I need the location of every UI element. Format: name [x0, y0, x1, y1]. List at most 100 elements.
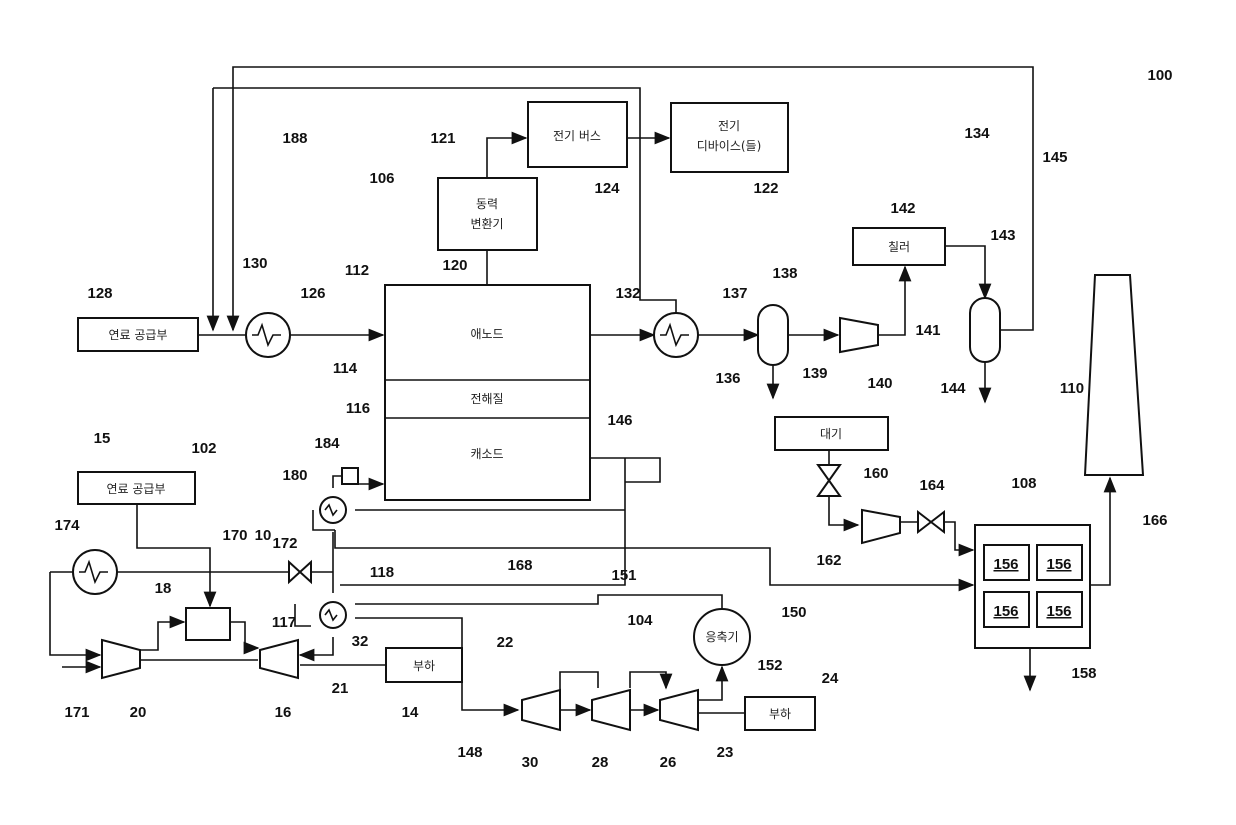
electric-bus-box: 전기 버스	[528, 102, 627, 167]
reference-label-188: 188	[282, 130, 307, 147]
power-converter-label: 동력	[476, 197, 498, 211]
module-label: 156	[993, 603, 1018, 620]
reference-label-128: 128	[87, 285, 112, 302]
atmosphere-label: 대기	[820, 427, 842, 441]
heat-exchanger-180-icon	[320, 497, 346, 523]
converter-to-bus	[487, 138, 526, 178]
turbine-16	[260, 640, 298, 678]
reference-label-134: 134	[964, 125, 990, 142]
reference-label-151: 151	[611, 567, 636, 584]
reference-label-112: 112	[345, 262, 369, 279]
stack-110	[1085, 275, 1143, 475]
line-166	[1090, 478, 1110, 585]
reference-label-21: 21	[332, 680, 349, 697]
valve-164-icon	[918, 512, 944, 532]
reference-label-158: 158	[1071, 665, 1096, 682]
compressor-140	[840, 318, 878, 352]
reference-label-23: 23	[717, 744, 734, 761]
power-converter-box: 동력 변환기	[438, 178, 537, 250]
reference-label-170: 170	[222, 527, 247, 544]
reference-label-28: 28	[592, 754, 609, 771]
reference-label-121: 121	[430, 130, 455, 147]
anode-label: 애노드	[470, 327, 503, 341]
reference-label-172: 172	[272, 535, 297, 552]
reference-label-184: 184	[314, 435, 340, 452]
reference-label-168: 168	[507, 557, 532, 574]
condenser-150: 응축기	[694, 609, 750, 665]
reference-label-104: 104	[627, 612, 653, 629]
sensor-184	[342, 468, 358, 484]
load-label: 부하	[769, 707, 791, 721]
valve-172-icon	[289, 562, 311, 582]
compressor-162	[862, 510, 900, 543]
reference-label-14: 14	[402, 704, 419, 721]
reference-label-146: 146	[607, 412, 632, 429]
compressor-30	[522, 690, 560, 730]
reference-label-18: 18	[155, 580, 172, 597]
reference-label-164: 164	[919, 477, 945, 494]
reference-label-102: 102	[191, 440, 216, 457]
reference-label-171: 171	[64, 704, 89, 721]
electrolyte-label: 전해질	[470, 392, 503, 406]
load-label: 부하	[413, 659, 435, 673]
reference-label-117: 117	[272, 614, 296, 631]
fuel-cell: 애노드 전해질 캐소드	[385, 285, 590, 500]
reference-labels: 1001881061211241221341451421431281301261…	[54, 67, 1172, 771]
heat-exchanger-174-icon	[73, 550, 117, 594]
reference-label-140: 140	[867, 375, 892, 392]
reference-label-130: 130	[242, 255, 267, 272]
combustor-to-turbine	[230, 622, 258, 648]
power-converter-label: 변환기	[470, 217, 503, 231]
reference-label-144: 144	[940, 380, 966, 397]
reference-label-141: 141	[915, 322, 940, 339]
reference-label-137: 137	[722, 285, 747, 302]
valve-160-icon	[818, 465, 840, 496]
compressor-20	[102, 640, 140, 678]
fuel-supply-label: 연료 공급부	[106, 482, 165, 496]
chiller-box: 칠러	[853, 228, 945, 265]
compressor-to-combustor	[140, 622, 184, 650]
reference-label-26: 26	[660, 754, 677, 771]
reference-label-136: 136	[715, 370, 740, 387]
reference-label-15: 15	[94, 430, 111, 447]
electric-devices-box: 전기 디바이스(들)	[671, 103, 788, 172]
module-label: 156	[993, 556, 1018, 573]
reference-label-138: 138	[772, 265, 797, 282]
reference-label-110: 110	[1060, 380, 1084, 397]
electric-devices-label: 전기	[718, 119, 740, 133]
reference-label-20: 20	[130, 704, 147, 721]
line-141	[878, 267, 905, 335]
line-151	[355, 595, 722, 609]
reference-label-100: 100	[1147, 67, 1172, 84]
reference-label-148: 148	[457, 744, 482, 761]
reference-label-162: 162	[816, 552, 841, 569]
reference-label-122: 122	[753, 180, 778, 197]
line-117	[300, 637, 333, 655]
reference-label-118: 118	[370, 564, 394, 581]
reference-label-106: 106	[369, 170, 394, 187]
fuel-supply-128: 연료 공급부	[78, 318, 198, 351]
reference-label-108: 108	[1011, 475, 1036, 492]
fuel-supply-label: 연료 공급부	[108, 328, 167, 342]
reference-label-10: 10	[255, 527, 272, 544]
line-143	[945, 246, 985, 298]
condenser-label: 응축기	[705, 630, 738, 644]
reference-label-180: 180	[282, 467, 307, 484]
reference-label-139: 139	[802, 365, 827, 382]
module-label: 156	[1046, 603, 1071, 620]
compressor-28	[592, 690, 630, 730]
reference-label-116: 116	[346, 400, 370, 417]
cathode-label: 캐소드	[470, 447, 503, 461]
heat-exchanger-130-icon	[246, 313, 290, 357]
combustor-18	[186, 608, 230, 640]
load-14-box: 부하	[386, 648, 462, 682]
reference-label-145: 145	[1042, 149, 1067, 166]
reference-label-160: 160	[863, 465, 888, 482]
reference-label-143: 143	[990, 227, 1015, 244]
electric-bus-label: 전기 버스	[553, 129, 601, 143]
load-24-box: 부하	[745, 697, 815, 730]
reference-label-174: 174	[54, 517, 80, 534]
reference-label-124: 124	[594, 180, 620, 197]
reference-label-30: 30	[522, 754, 539, 771]
